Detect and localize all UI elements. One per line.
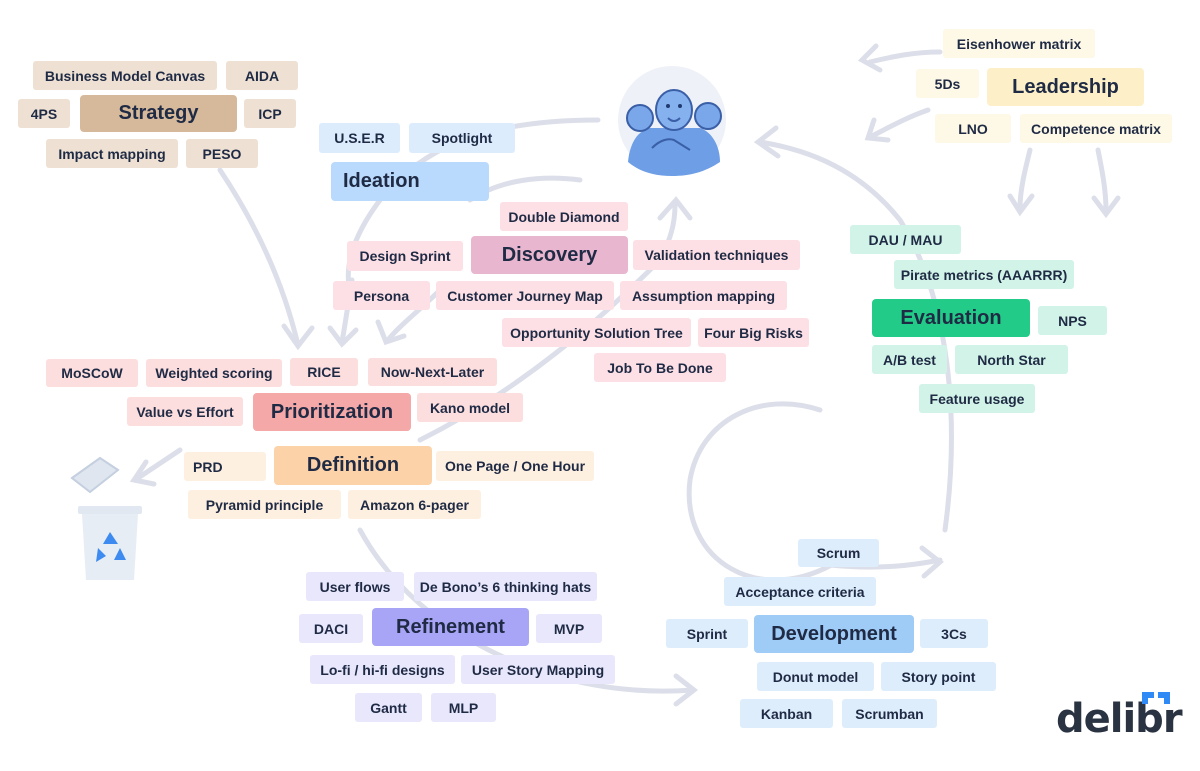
prioritization-item-value-vs-effort: Value vs Effort bbox=[127, 397, 243, 426]
refinement-item-user-story-mapping: User Story Mapping bbox=[461, 655, 615, 684]
prioritization-item-kano-model: Kano model bbox=[417, 393, 523, 422]
leadership-item-lno: LNO bbox=[935, 114, 1011, 143]
prioritization-item-weighted-scoring: Weighted scoring bbox=[146, 359, 282, 387]
discovery-item-job-to-be-done: Job To Be Done bbox=[594, 353, 726, 382]
leadership-stage-label: Leadership bbox=[987, 68, 1144, 106]
strategy-item-impact-mapping: Impact mapping bbox=[46, 139, 178, 168]
development-item-scrum: Scrum bbox=[798, 539, 879, 567]
recycle-bin-icon bbox=[70, 456, 142, 580]
development-item-kanban: Kanban bbox=[740, 699, 833, 728]
strategy-item-business-model-canvas: Business Model Canvas bbox=[33, 61, 217, 90]
evaluation-item-feature-usage: Feature usage bbox=[919, 384, 1035, 413]
development-item-3cs: 3Cs bbox=[920, 619, 988, 648]
prioritization-stage-label: Prioritization bbox=[253, 393, 411, 431]
discovery-item-double-diamond: Double Diamond bbox=[500, 202, 628, 231]
discovery-item-four-big-risks: Four Big Risks bbox=[698, 318, 809, 347]
strategy-stage-label: Strategy bbox=[80, 95, 237, 132]
evaluation-item-nps: NPS bbox=[1038, 306, 1107, 335]
refinement-item-gantt: Gantt bbox=[355, 693, 422, 722]
brand-mark-icon bbox=[1142, 692, 1170, 704]
development-item-sprint: Sprint bbox=[666, 619, 748, 648]
definition-item-amazon-6-pager: Amazon 6-pager bbox=[348, 490, 481, 519]
development-stage-label: Development bbox=[754, 615, 914, 653]
evaluation-stage-label: Evaluation bbox=[872, 299, 1030, 337]
prioritization-item-rice: RICE bbox=[290, 358, 358, 386]
strategy-item-4ps: 4PS bbox=[18, 99, 70, 128]
evaluation-item-north-star: North Star bbox=[955, 345, 1068, 374]
arrow-definition-to-trash bbox=[135, 447, 183, 481]
discovery-item-assumption-mapping: Assumption mapping bbox=[620, 281, 787, 310]
development-item-scrumban: Scrumban bbox=[842, 699, 937, 728]
refinement-item-mlp: MLP bbox=[431, 693, 496, 722]
discovery-item-customer-journey-map: Customer Journey Map bbox=[436, 281, 614, 310]
arrow-leadership-2 bbox=[1095, 147, 1109, 213]
prioritization-item-now-next-later: Now-Next-Later bbox=[368, 358, 497, 386]
arrow-leadership-4 bbox=[867, 49, 943, 65]
evaluation-item-pirate-metrics: Pirate metrics (AAARRR) bbox=[894, 260, 1074, 289]
refinement-item-lo-fi-hi-fi-designs: Lo-fi / hi-fi designs bbox=[310, 655, 455, 684]
arrow-leadership-3 bbox=[869, 107, 931, 139]
definition-item-pyramid-principle: Pyramid principle bbox=[188, 490, 341, 519]
refinement-item-user-flows: User flows bbox=[306, 572, 404, 601]
definition-item-prd: PRD bbox=[184, 452, 266, 481]
team-illustration-icon bbox=[618, 66, 726, 176]
definition-item-one-page-one-hour: One Page / One Hour bbox=[436, 451, 594, 481]
discovery-item-opportunity-solution-tree: Opportunity Solution Tree bbox=[502, 318, 691, 347]
strategy-item-peso: PESO bbox=[186, 139, 258, 168]
discovery-item-validation-techniques: Validation techniques bbox=[633, 240, 800, 270]
discovery-item-persona: Persona bbox=[333, 281, 430, 310]
brand-name: delibr bbox=[1056, 696, 1183, 742]
development-item-story-point: Story point bbox=[881, 662, 996, 691]
strategy-item-icp: ICP bbox=[244, 99, 296, 128]
discovery-stage-label: Discovery bbox=[471, 236, 628, 274]
leadership-item-eisenhower-matrix: Eisenhower matrix bbox=[943, 29, 1095, 58]
development-item-acceptance-criteria: Acceptance criteria bbox=[724, 577, 876, 606]
development-item-donut-model: Donut model bbox=[757, 662, 874, 691]
arrow-refinement-to-development bbox=[357, 527, 695, 694]
leadership-item-competence-matrix: Competence matrix bbox=[1020, 114, 1172, 143]
delibr-logo: delibr bbox=[1056, 690, 1186, 746]
strategy-item-aida: AIDA bbox=[226, 61, 298, 90]
discovery-item-design-sprint: Design Sprint bbox=[347, 241, 463, 271]
refinement-item-mvp: MVP bbox=[536, 614, 602, 643]
arrow-leadership-1 bbox=[1017, 147, 1033, 211]
evaluation-item-dau-mau: DAU / MAU bbox=[850, 225, 961, 254]
prioritization-item-moscow: MoSCoW bbox=[46, 359, 138, 387]
definition-stage-label: Definition bbox=[274, 446, 432, 485]
refinement-stage-label: Refinement bbox=[372, 608, 529, 646]
arrow-discovery-to-prioritization-2 bbox=[385, 287, 443, 343]
refinement-item-daci: DACI bbox=[299, 614, 363, 643]
ideation-stage-label: Ideation bbox=[331, 162, 489, 201]
ideation-item-user: U.S.E.R bbox=[319, 123, 400, 153]
refinement-item-de-bonos-6-thinking-hats: De Bono’s 6 thinking hats bbox=[414, 572, 597, 601]
evaluation-item-ab-test: A/B test bbox=[872, 345, 947, 374]
ideation-item-spotlight: Spotlight bbox=[409, 123, 515, 153]
arrow-strategy-to-prioritization bbox=[217, 167, 301, 348]
leadership-item-5ds: 5Ds bbox=[916, 69, 979, 98]
